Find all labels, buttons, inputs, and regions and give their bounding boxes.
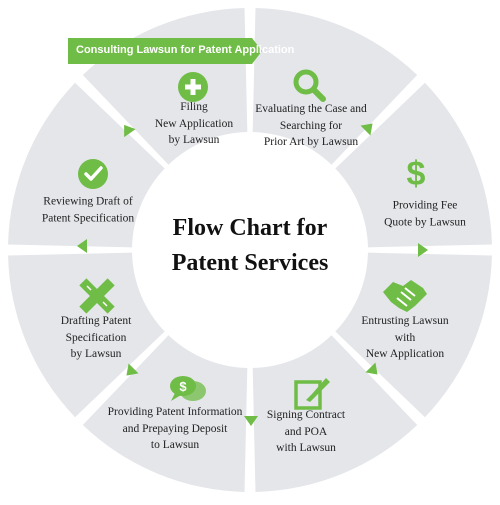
edit-document-icon	[294, 378, 330, 410]
direction-arrow	[360, 123, 373, 136]
ring-segment-drafting	[8, 252, 165, 418]
chat-dollar-icon: $	[170, 376, 206, 401]
step-label-line: with Lawsun	[276, 442, 336, 455]
center-title-line: Flow Chart for	[172, 215, 328, 242]
center-title: Flow Chart for Patent Services	[172, 211, 329, 281]
ring-segment-fee-quote	[335, 82, 492, 248]
step-label-line: Filing	[180, 100, 208, 113]
step-label-filing: Filing New Application by Lawsun	[155, 99, 233, 149]
check-circle-icon	[78, 159, 108, 189]
step-label-line: Evaluating the Case and	[255, 102, 367, 115]
direction-arrow	[365, 362, 378, 375]
step-label-line: Specification	[65, 331, 127, 344]
step-label-fee-quote: Providing Fee Quote by Lawsun	[384, 197, 466, 230]
step-label-line: and POA	[284, 425, 328, 438]
step-label-line: with	[394, 331, 416, 344]
banner	[68, 38, 262, 64]
step-label-line: Signing Contract	[266, 408, 346, 421]
direction-arrow	[126, 363, 139, 376]
direction-arrow	[244, 416, 258, 426]
step-label-line: by Lawsun	[70, 348, 122, 361]
step-label-line: Prior Art by Lawsun	[263, 136, 359, 149]
ring-segment-providing-info	[82, 335, 248, 492]
handshake-icon	[383, 280, 427, 312]
step-label-entrusting: Entrusting Lawsun with New Application	[361, 313, 448, 363]
search-icon	[293, 69, 326, 102]
step-label-reviewing: Reviewing Draft of Patent Specification	[42, 193, 134, 226]
step-label-signing: Signing Contract and POA with Lawsun	[267, 407, 345, 457]
ring-segment-evaluating	[252, 8, 418, 165]
step-label-line: New Application	[154, 117, 234, 130]
plus-circle-icon	[178, 72, 208, 102]
banner-text: Consulting Lawsun for Patent Application	[76, 44, 295, 56]
dollar-icon: $	[407, 155, 426, 193]
direction-arrow	[124, 124, 136, 138]
step-label-line: and Prepaying Deposit	[122, 422, 228, 435]
step-label-line: Searching for	[279, 119, 343, 132]
pencil-ruler-icon	[79, 278, 115, 314]
step-label-drafting: Drafting Patent Specification by Lawsun	[61, 313, 132, 363]
step-label-line: Entrusting Lawsun	[361, 314, 449, 327]
direction-arrow	[418, 243, 428, 257]
step-label-line: Reviewing Draft of	[43, 195, 133, 208]
direction-arrow	[77, 239, 87, 253]
step-label-line: to Lawsun	[150, 439, 200, 452]
step-label-line: Drafting Patent	[60, 314, 132, 327]
svg-text:$: $	[407, 155, 426, 193]
step-label-evaluating: Evaluating the Case and Searching for Pr…	[255, 101, 366, 151]
step-label-line: Patent Specification	[41, 212, 135, 224]
svg-text:$: $	[179, 379, 187, 394]
center-title-line: Patent Services	[171, 250, 329, 276]
ring-segment-signing	[252, 335, 418, 492]
step-label-providing-info: Providing Patent Information and Prepayi…	[108, 404, 243, 454]
step-label-line: Providing Patent Information	[107, 405, 243, 418]
step-label-line: Providing Fee	[392, 199, 458, 212]
step-label-line: Quote by Lawsun	[384, 216, 466, 228]
step-label-line: by Lawsun	[168, 134, 220, 147]
step-label-line: New Application	[365, 348, 445, 361]
banner-arrow-shape	[68, 38, 262, 64]
ring-segment-entrusting	[335, 252, 492, 418]
